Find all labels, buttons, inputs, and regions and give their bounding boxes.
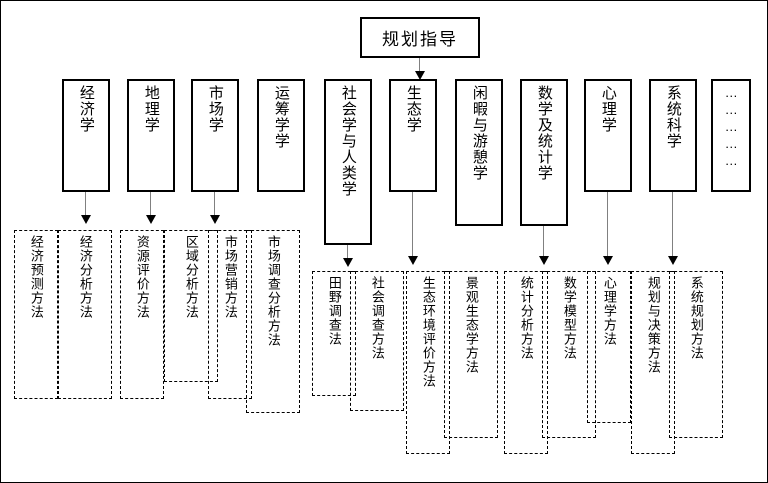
arrowhead-sociology <box>343 258 353 267</box>
connector-root-to-ecology <box>419 58 420 75</box>
discipline-label-economics: 经济学 <box>77 85 95 133</box>
method-box-regional-analysis: 区域分析方法 <box>164 230 218 382</box>
discipline-box-sociology-anthropology: 社会学与人类学 <box>324 79 372 245</box>
method-box-field-survey: 田野调查法 <box>312 271 356 396</box>
connector-geography-to-methods <box>150 192 151 217</box>
method-label-resource-evaluation: 资源评价方法 <box>134 235 150 319</box>
method-label-regional-analysis: 区域分析方法 <box>183 235 199 319</box>
discipline-box-more: …………… <box>711 79 751 192</box>
method-box-market-promotion: 市场营销方法 <box>208 230 252 399</box>
arrowhead-root-to-ecology <box>415 71 425 80</box>
discipline-box-psychology: 心理学 <box>584 79 632 192</box>
discipline-label-geography: 地理学 <box>142 85 160 133</box>
discipline-label-marketing: 市场学 <box>206 85 224 133</box>
method-label-economic-analysis: 经济分析方法 <box>77 235 93 319</box>
discipline-box-operations-research: 运筹学学 <box>257 79 305 192</box>
discipline-box-mathematics-statistics: 数学及统计学 <box>520 79 568 226</box>
discipline-label-leisure-recreation: 闲暇与游憩学 <box>470 85 488 181</box>
method-box-market-survey-analysis: 市场调查分析方法 <box>246 230 300 413</box>
method-label-statistical-analysis: 统计分析方法 <box>518 276 534 360</box>
root-node-planning-guidance: 规划指导 <box>360 17 480 58</box>
method-box-resource-evaluation: 资源评价方法 <box>120 230 164 399</box>
method-box-statistical-analysis: 统计分析方法 <box>504 271 548 454</box>
arrowhead-mathstat <box>539 256 549 265</box>
method-box-economic-analysis: 经济分析方法 <box>58 230 112 399</box>
discipline-box-ecology: 生态学 <box>389 79 437 192</box>
arrowhead-ecology <box>408 256 418 265</box>
method-box-planning-decision: 规划与决策方法 <box>631 271 675 454</box>
discipline-label-mathematics-statistics: 数学及统计学 <box>535 85 553 181</box>
discipline-label-systems-science: 系统科学 <box>664 85 682 149</box>
arrowhead-psychology <box>603 256 613 265</box>
method-label-planning-decision: 规划与决策方法 <box>645 276 661 374</box>
method-box-psychological-method: 心理学方法 <box>587 271 631 423</box>
method-label-market-promotion: 市场营销方法 <box>222 235 238 319</box>
connector-psychology-to-methods <box>607 192 608 259</box>
method-label-system-planning: 系统规划方法 <box>688 276 704 360</box>
connector-systems-to-methods <box>672 192 673 259</box>
method-label-landscape-ecology: 景观生态学方法 <box>463 276 479 374</box>
method-box-mathematical-model: 数学模型方法 <box>542 271 596 438</box>
discipline-box-systems-science: 系统科学 <box>649 79 697 192</box>
arrowhead-marketing <box>210 215 220 224</box>
discipline-label-ecology: 生态学 <box>404 85 422 133</box>
connector-mathstat-to-methods <box>543 226 544 259</box>
discipline-box-marketing: 市场学 <box>191 79 239 192</box>
discipline-label-more: …………… <box>723 85 739 170</box>
discipline-label-psychology: 心理学 <box>599 85 617 133</box>
discipline-box-economics: 经济学 <box>62 79 110 192</box>
arrowhead-economics <box>81 215 91 224</box>
method-box-social-survey: 社会调查方法 <box>350 271 404 411</box>
arrowhead-systems <box>668 256 678 265</box>
method-box-eco-environment-evaluation: 生态环境评价方法 <box>406 271 450 454</box>
method-label-market-survey-analysis: 市场调查分析方法 <box>265 235 281 347</box>
discipline-box-geography: 地理学 <box>127 79 175 192</box>
method-box-system-planning: 系统规划方法 <box>669 271 723 438</box>
connector-sociology-to-methods <box>347 245 348 261</box>
method-box-economic-forecasting: 经济预测方法 <box>14 230 58 399</box>
method-label-social-survey: 社会调查方法 <box>369 276 385 360</box>
method-box-landscape-ecology: 景观生态学方法 <box>444 271 498 438</box>
discipline-label-operations-research: 运筹学学 <box>272 85 290 149</box>
discipline-label-sociology-anthropology: 社会学与人类学 <box>339 85 357 197</box>
connector-economics-to-methods <box>85 192 86 217</box>
method-label-economic-forecasting: 经济预测方法 <box>28 235 44 319</box>
method-label-field-survey: 田野调查法 <box>326 276 342 346</box>
discipline-box-leisure-recreation: 闲暇与游憩学 <box>455 79 503 226</box>
connector-marketing-to-methods <box>214 192 215 217</box>
method-label-eco-environment-evaluation: 生态环境评价方法 <box>420 276 436 388</box>
method-label-psychological-method: 心理学方法 <box>601 276 617 346</box>
arrowhead-geography <box>146 215 156 224</box>
connector-ecology-to-methods <box>412 192 413 258</box>
method-label-mathematical-model: 数学模型方法 <box>561 276 577 360</box>
